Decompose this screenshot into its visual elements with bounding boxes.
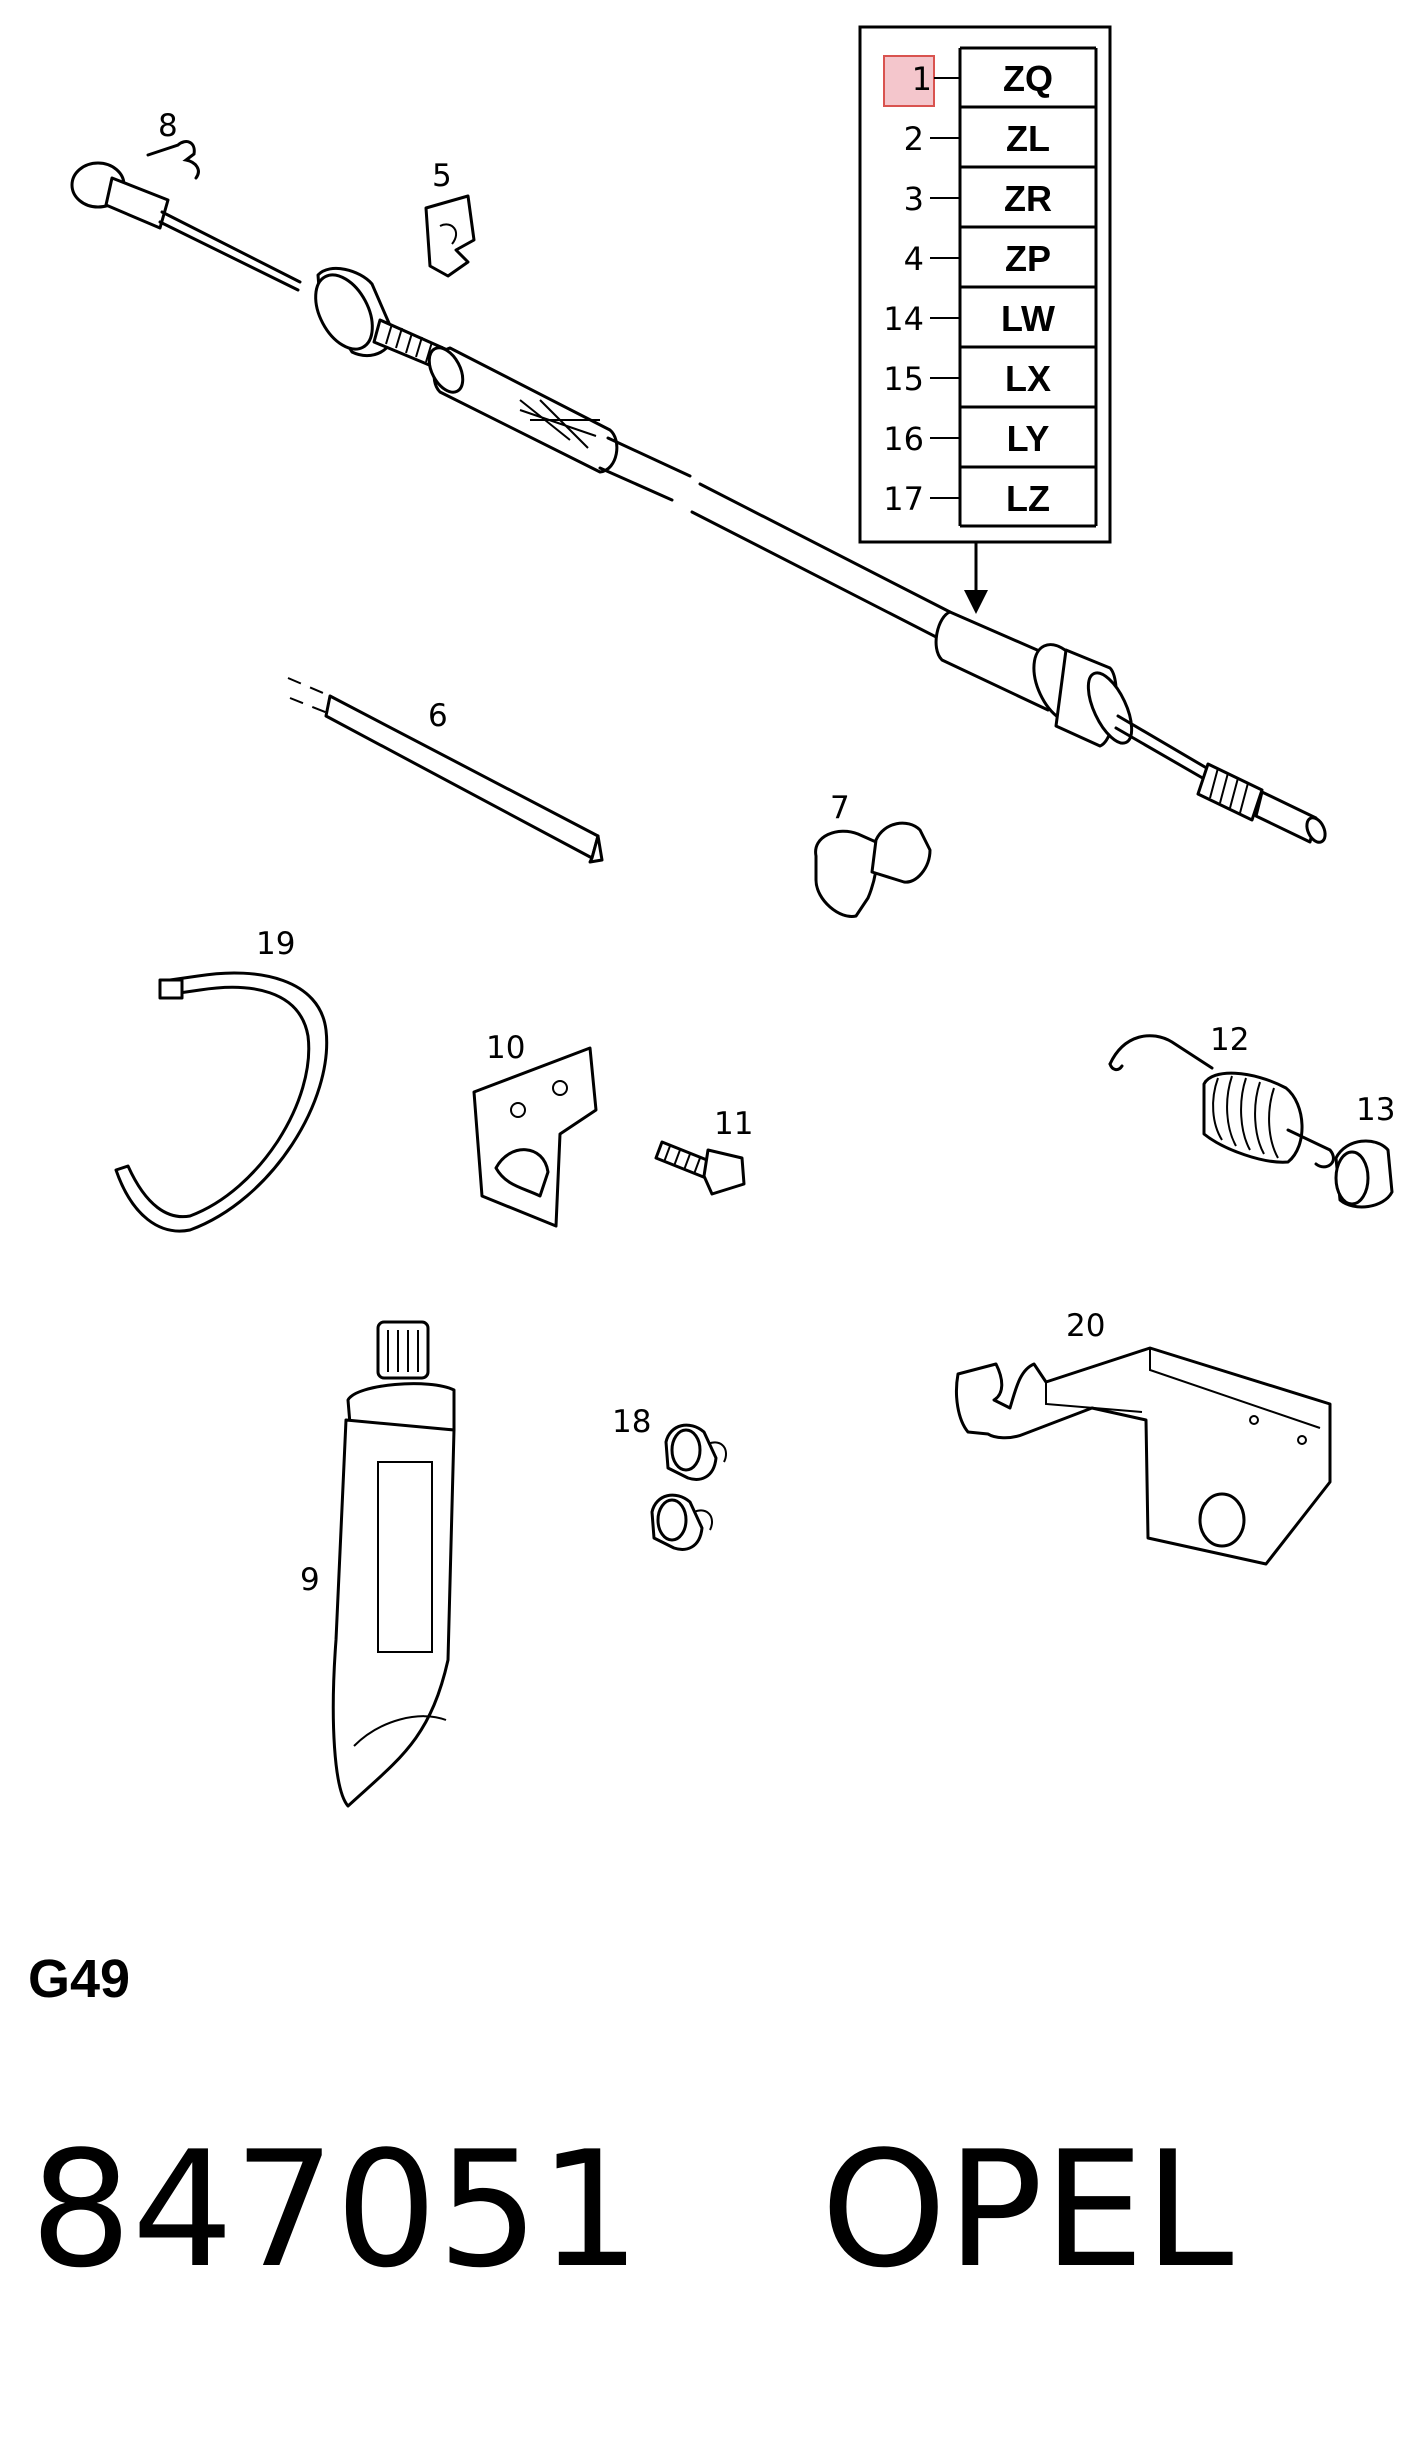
code-zp: ZP [1005,238,1051,279]
callout-13: 13 [1356,1092,1395,1128]
ref-2: 2 [904,120,924,158]
part-6-strip: 6 [287,677,604,864]
callout-7: 7 [830,790,850,826]
ref-1: 1 [912,60,932,98]
ref-14: 14 [883,300,924,338]
callout-9: 9 [300,1562,320,1598]
callout-18: 18 [612,1404,651,1440]
callout-20: 20 [1066,1308,1105,1344]
clutch-cable-drawing [70,161,1327,844]
ref-16: 16 [883,420,924,458]
ref-15: 15 [883,360,924,398]
part-9-grease-tube: 9 [300,1320,456,1808]
part-5-retainer-clip: 5 [424,158,476,278]
callout-12: 12 [1210,1022,1249,1058]
callout-11: 11 [714,1106,753,1142]
callout-19: 19 [256,926,295,962]
ref-17: 17 [883,480,924,518]
section-code: G49 [28,1949,131,2009]
part-7-double-clip: 7 [814,790,932,918]
part-12-spring: 12 [1108,1022,1335,1169]
code-lx: LX [1005,358,1051,399]
code-zr: ZR [1004,178,1052,219]
part-20-bracket: 20 [954,1308,1332,1566]
code-ly: LY [1007,418,1050,459]
part-19-strap: 19 [114,926,329,1233]
callout-8: 8 [158,108,178,144]
ref-highlight-box [883,55,935,107]
part-10-bracket: 10 [472,1030,598,1228]
part-18-bushes: 18 [612,1404,727,1551]
callout-5: 5 [432,158,452,194]
variant-table: 1 2 3 4 14 15 16 17 ZQ ZL ZR ZP LW LX LY… [858,25,1112,614]
code-zl: ZL [1006,118,1050,159]
code-zq: ZQ [1003,58,1053,99]
part-13-bush: 13 [1334,1092,1395,1209]
ref-4: 4 [904,240,924,278]
callout-6: 6 [428,698,448,734]
part-8-clip: 8 [146,108,200,180]
code-lz: LZ [1006,478,1050,519]
code-lw: LW [1001,298,1055,339]
ref-3: 3 [904,180,924,218]
part-number: 847051 [30,2116,641,2303]
callout-10: 10 [486,1030,525,1066]
table-arrow-head [964,590,988,614]
brand-name: OPEL [820,2116,1234,2303]
part-11-bolt: 11 [654,1106,753,1196]
